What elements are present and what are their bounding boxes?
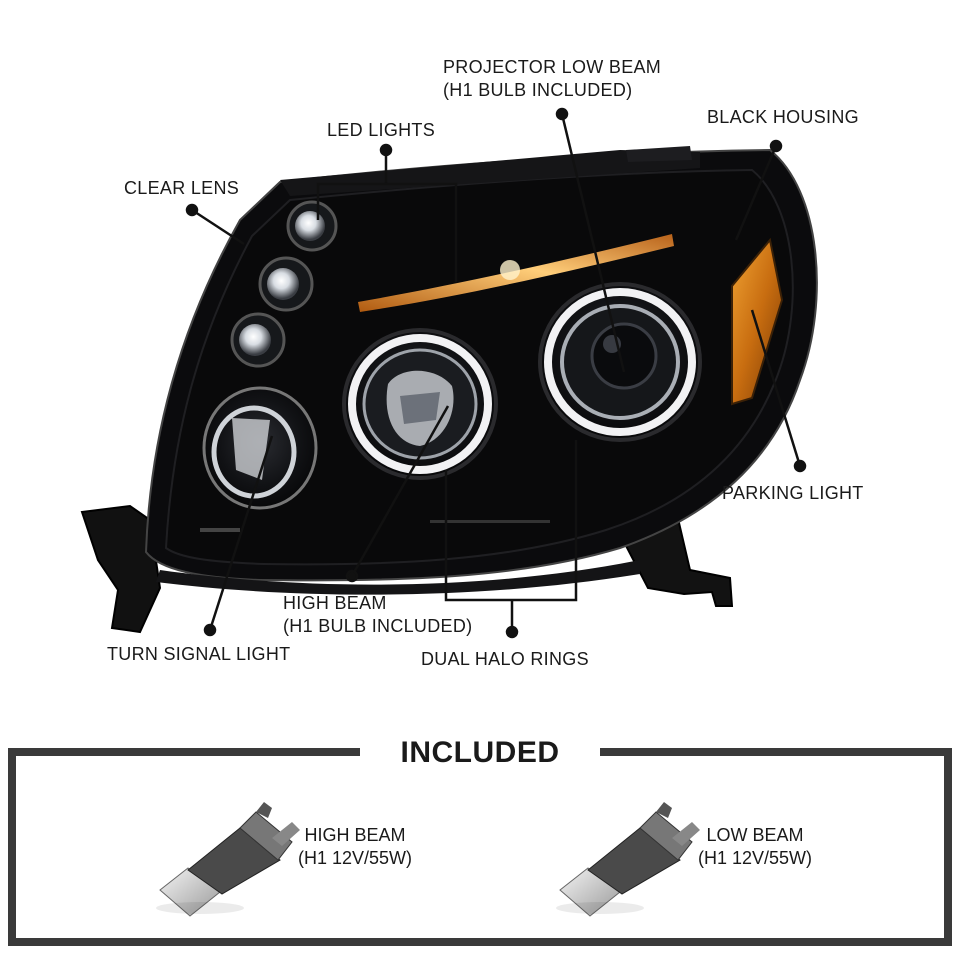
bulb-label-high-beam: HIGH BEAM (H1 12V/55W) xyxy=(298,824,412,870)
lens-markings xyxy=(200,520,550,532)
projector-low-beam-halo xyxy=(538,282,702,442)
mounting-bracket-left xyxy=(80,504,162,634)
callout-projector-low-beam-line1: PROJECTOR LOW BEAM xyxy=(443,57,662,77)
h1-bulb-low-beam xyxy=(556,802,700,917)
turn-signal-reflector xyxy=(202,386,318,510)
callout-projector-low-beam-line2: (H1 BULB INCLUDED) xyxy=(443,80,633,100)
bulb-spec-low-beam: (H1 12V/55W) xyxy=(698,848,813,868)
bulb-label-low-beam: LOW BEAM (H1 12V/55W) xyxy=(698,824,812,870)
h1-bulb-high-beam xyxy=(156,802,300,917)
bulb-spec-high-beam: (H1 12V/55W) xyxy=(298,848,413,868)
callout-dual-halo-rings: DUAL HALO RINGS xyxy=(421,649,589,669)
callout-turn-signal-light: TURN SIGNAL LIGHT xyxy=(107,644,291,664)
led-lights xyxy=(230,200,338,368)
callout-projector-low-beam: PROJECTOR LOW BEAM (H1 BULB INCLUDED) xyxy=(443,56,661,102)
bulb-name-high-beam: HIGH BEAM xyxy=(304,825,406,845)
callout-high-beam-line2: (H1 BULB INCLUDED) xyxy=(283,616,473,636)
callout-parking-light: PARKING LIGHT xyxy=(722,483,864,503)
callout-clear-lens: CLEAR LENS xyxy=(124,178,240,198)
callout-black-housing: BLACK HOUSING xyxy=(707,107,859,127)
callout-high-beam-line1: HIGH BEAM xyxy=(283,593,387,613)
high-beam-halo xyxy=(342,328,498,480)
bulb-name-low-beam: LOW BEAM xyxy=(706,825,804,845)
callout-leaders xyxy=(185,107,807,639)
included-title: INCLUDED xyxy=(360,733,600,773)
callout-led-lights: LED LIGHTS xyxy=(327,120,436,140)
callout-high-beam: HIGH BEAM (H1 BULB INCLUDED) xyxy=(283,592,472,638)
